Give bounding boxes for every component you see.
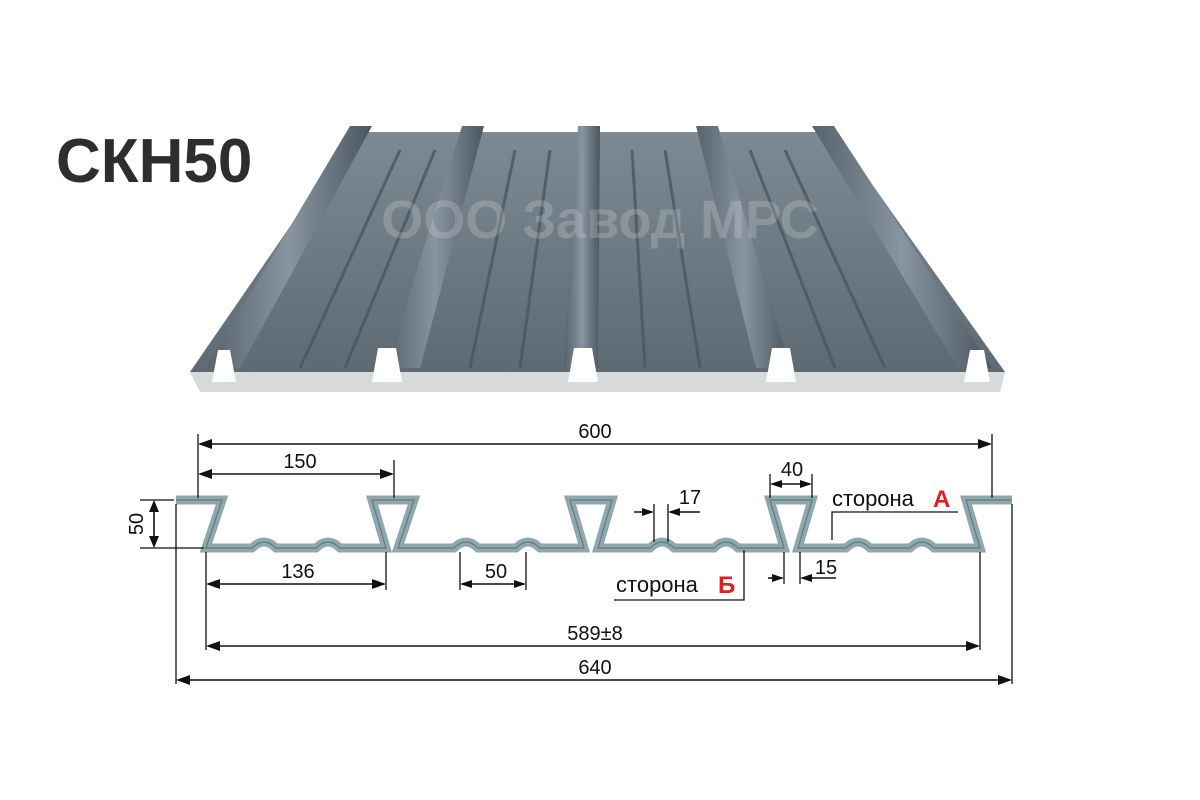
rib-openings bbox=[212, 348, 990, 382]
rib-2 bbox=[386, 126, 484, 368]
rib-3 bbox=[564, 126, 600, 368]
product-title: СКН50 bbox=[56, 127, 252, 196]
dim-valley: 136 bbox=[281, 561, 314, 583]
dim-total-width: 640 bbox=[578, 657, 611, 679]
side-a-text: сторона bbox=[832, 486, 915, 511]
side-b-text: сторона bbox=[616, 572, 699, 597]
dim-height: 50 bbox=[126, 513, 148, 535]
rib-1 bbox=[206, 126, 372, 368]
dim-rib-pitch: 150 bbox=[283, 451, 316, 473]
dim-rib-top: 40 bbox=[781, 459, 803, 481]
dim-effective-width: 589±8 bbox=[567, 623, 622, 645]
side-b-label: сторона Б bbox=[616, 572, 735, 599]
profile-outline bbox=[176, 499, 1012, 549]
side-b-letter: Б bbox=[718, 572, 735, 599]
dim-rib-bottom-gap: 15 bbox=[815, 557, 837, 579]
side-a-label: сторона А bbox=[832, 486, 950, 513]
dim-stiffener-width: 50 bbox=[485, 561, 507, 583]
side-leaders bbox=[614, 511, 958, 601]
dimension-lines bbox=[149, 439, 1012, 685]
rib-5 bbox=[812, 126, 992, 368]
dim-stiffener-offset: 17 bbox=[679, 487, 701, 509]
valley-stiffeners bbox=[298, 149, 887, 369]
rib-4 bbox=[696, 126, 790, 368]
sheet-3d-render: ООО Завод МРС bbox=[190, 126, 1005, 392]
watermark-text: ООО Завод МРС bbox=[381, 190, 819, 250]
extension-lines bbox=[140, 434, 1013, 684]
dim-total-top: 600 bbox=[578, 421, 611, 443]
side-a-letter: А bbox=[933, 486, 950, 513]
